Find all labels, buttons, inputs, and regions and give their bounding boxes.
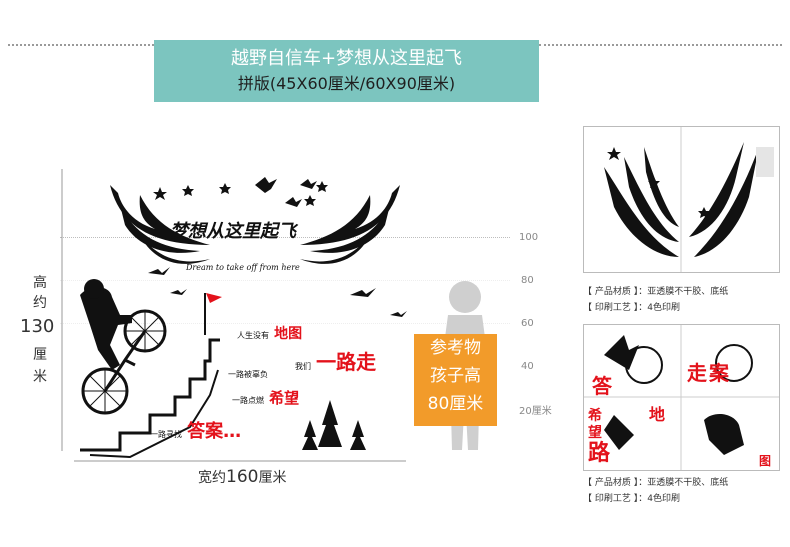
scale-label-60: 60 <box>521 318 534 329</box>
top-dotted-line-right <box>539 44 782 46</box>
birds-graphic <box>148 177 407 317</box>
layout-thumbnail-60x90: 走 案 答 希 望 路 地 图 <box>583 324 780 471</box>
phrase-answer: 一路寻找 答案… <box>150 417 241 443</box>
thumb1-process: 【 印刷工艺 】：4色印刷 <box>583 303 680 313</box>
phrase-walk: 我们 一路走 <box>295 346 376 375</box>
trees-graphic <box>302 400 366 450</box>
phrase-map: 人生没有 地图 <box>237 323 302 343</box>
scale-line-100 <box>60 237 510 238</box>
scale-label-40: 40 <box>521 361 534 372</box>
height-label-top: 高 <box>33 275 47 291</box>
height-unit-1: 厘 <box>33 347 47 363</box>
thumb2-char-wish: 望 <box>588 424 602 441</box>
height-value: 130 <box>20 316 55 337</box>
scale-label-80: 80 <box>521 275 534 286</box>
scale-line-80 <box>60 280 510 281</box>
banner-title: 越野自信车+梦想从这里起飞 <box>230 48 463 69</box>
thumb2-char-map: 图 <box>759 454 771 468</box>
phrase-walk-small: 我们 <box>295 362 311 371</box>
reference-line1: 参考物 <box>430 338 481 358</box>
reference-line2: 孩子高 <box>430 366 481 386</box>
thumb2-char-road: 路 <box>588 440 611 466</box>
banner-subtitle: 拼版(45X60厘米/60X90厘米) <box>237 74 456 93</box>
script-text: Dream to take off from here <box>185 263 300 272</box>
phrase-hope-small: 一路点燃 <box>232 396 264 405</box>
phrase-map-big: 地图 <box>274 326 303 342</box>
thumb2-char-land: 地 <box>649 405 665 424</box>
thumb2-char-hope: 希 <box>588 407 602 424</box>
thumbnail-2-art: 走 案 答 希 望 路 地 图 <box>584 325 779 470</box>
layout-thumbnail-45x60 <box>583 126 780 273</box>
stairs-graphic <box>80 338 220 452</box>
thumb2-material: 【 产品材质 】：亚透膜不干胶、底纸 <box>583 478 729 488</box>
width-label: 宽约160厘米 <box>198 467 286 487</box>
title-banner: 越野自信车+梦想从这里起飞 拼版(45X60厘米/60X90厘米) <box>154 40 539 102</box>
thumb2-process: 【 印刷工艺 】：4色印刷 <box>583 494 680 504</box>
phrase-hope: 一路点燃 希望 <box>232 387 299 408</box>
phrase-answer-small: 一路寻找 <box>150 430 182 439</box>
scale-line-60 <box>60 323 510 324</box>
cyclist-graphic <box>80 279 167 415</box>
phrase-walk-big: 一路走 <box>316 350 377 374</box>
scale-label-20: 20厘米 <box>519 406 552 417</box>
thumb1-material: 【 产品材质 】：亚透膜不干胶、底纸 <box>583 287 729 297</box>
thumb2-char-case: 案 <box>708 361 730 385</box>
flag-icon <box>206 293 222 303</box>
wings-graphic <box>110 185 400 264</box>
thumb2-char-answer: 答 <box>592 374 613 398</box>
phrase-hope-big: 希望 <box>269 389 300 407</box>
thumb2-char-walk: 走 <box>687 361 707 385</box>
stairs-shadow <box>89 369 219 459</box>
scale-label-100: 100 <box>519 232 539 243</box>
width-label-text: 宽约 <box>198 470 226 486</box>
phrase-betrayed-small: 一路被辜负 <box>228 370 268 379</box>
phrase-answer-big: 答案… <box>187 421 242 442</box>
height-unit-2: 米 <box>33 369 47 385</box>
stars-graphic <box>153 181 328 206</box>
calligraphy-text: 梦想从这里起飞 <box>170 221 299 242</box>
reference-line3: 80厘米 <box>427 394 484 414</box>
top-dotted-line-left <box>8 44 154 46</box>
phrase-betrayed: 一路被辜负 <box>228 362 268 381</box>
thumb1-info: 【 产品材质 】：亚透膜不干胶、底纸 【 印刷工艺 】：4色印刷 <box>583 284 728 316</box>
width-value: 160 <box>226 467 259 487</box>
reference-box: 参考物 孩子高 80厘米 <box>414 334 497 426</box>
height-label-about: 约 <box>33 295 47 311</box>
thumb2-info: 【 产品材质 】：亚透膜不干胶、底纸 【 印刷工艺 】：4色印刷 <box>583 475 728 507</box>
width-unit: 厘米 <box>258 470 287 486</box>
phrase-map-small: 人生没有 <box>237 331 269 340</box>
thumbnail-1-art <box>604 127 774 272</box>
